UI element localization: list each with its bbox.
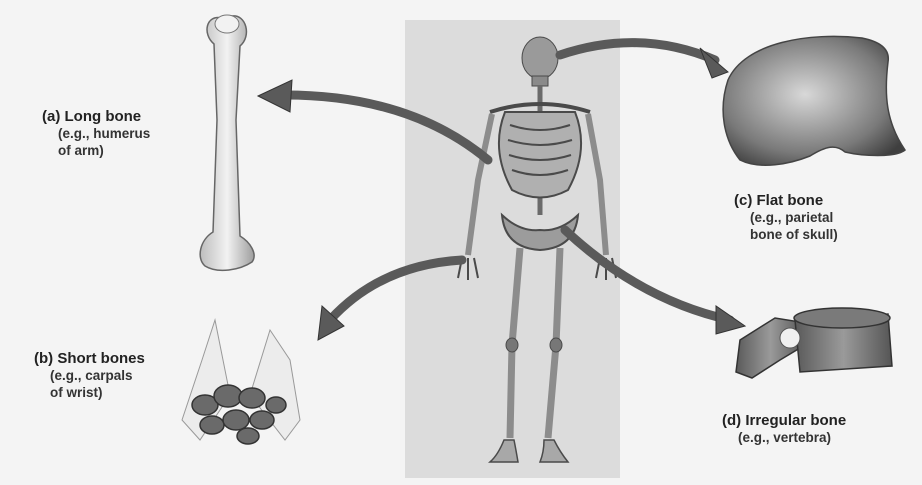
wrist-carpals-illustration [182, 320, 300, 444]
irregular-bone-example: (e.g., vertebra) [722, 429, 846, 446]
arrow-head-irregular-bone [716, 306, 745, 334]
label-short-bones: (b) Short bones (e.g., carpals of wrist) [34, 350, 145, 401]
humerus-bone-illustration [200, 15, 254, 270]
vertebra-illustration [736, 308, 892, 378]
label-flat-bone: (c) Flat bone (e.g., parietal bone of sk… [734, 192, 838, 243]
parietal-bone-illustration [723, 36, 905, 165]
short-bones-example-line2: of wrist) [34, 384, 145, 401]
flat-bone-example-line1: (e.g., parietal [734, 209, 838, 226]
short-bones-example-line1: (e.g., carpals [34, 367, 145, 384]
label-irregular-bone: (d) Irregular bone (e.g., vertebra) [722, 412, 846, 446]
long-bone-example-line1: (e.g., humerus [42, 125, 150, 142]
arrow-head-long-bone [258, 80, 292, 112]
long-bone-example-line2: of arm) [42, 142, 150, 159]
flat-bone-title: (c) Flat bone [734, 192, 838, 209]
long-bone-title: (a) Long bone [42, 108, 150, 125]
arrow-head-flat-bone [700, 48, 728, 78]
flat-bone-example-line2: bone of skull) [734, 226, 838, 243]
short-bones-title: (b) Short bones [34, 350, 145, 367]
irregular-bone-title: (d) Irregular bone [722, 412, 846, 429]
label-long-bone: (a) Long bone (e.g., humerus of arm) [42, 108, 150, 159]
